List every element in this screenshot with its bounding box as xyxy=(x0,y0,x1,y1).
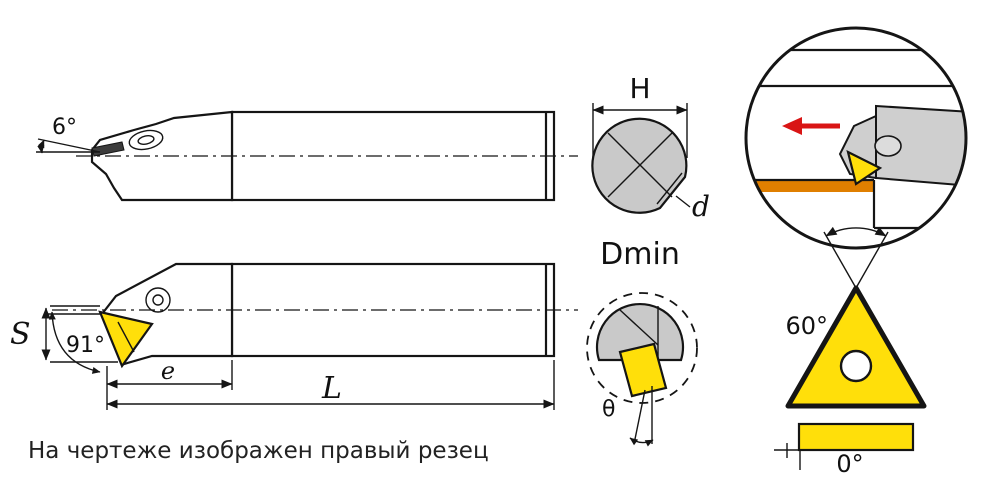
relief-angle-label: 0° xyxy=(836,450,863,478)
main-angle-arc xyxy=(48,311,101,374)
edge-extension-left xyxy=(823,231,857,289)
insert-front xyxy=(98,310,154,369)
s-label: S xyxy=(10,317,31,352)
feed-arrow-head xyxy=(782,117,802,135)
clamp-screw-front xyxy=(145,287,171,313)
clamp-screw-side xyxy=(128,129,164,151)
d-label: d xyxy=(692,190,710,223)
insert-angle-label: 60° xyxy=(785,312,828,340)
insert-geometry: 60° 0° xyxy=(774,226,927,478)
angle-arc xyxy=(37,139,45,154)
insert-edge-line xyxy=(117,321,135,353)
theta-line-1 xyxy=(633,389,646,445)
insert-top-view xyxy=(785,285,927,409)
caption: На чертеже изображен правый резец xyxy=(28,438,489,464)
h-label: H xyxy=(629,72,650,105)
edge-extension-right xyxy=(855,231,889,289)
e-label: e xyxy=(161,357,175,385)
section-dmin: Dmin θ xyxy=(586,237,698,447)
theta-label: θ xyxy=(602,397,615,422)
flat-diagonal-2 xyxy=(607,132,673,198)
main-angle-label: 91° xyxy=(66,333,105,358)
l-label: L xyxy=(321,371,342,406)
insert-angle-arc xyxy=(825,226,887,237)
insert-hole xyxy=(839,349,873,383)
clamp-screw-inner xyxy=(137,135,155,145)
insert-side-view xyxy=(797,422,915,452)
d-leader xyxy=(675,195,691,208)
flat-inner-line xyxy=(656,172,683,205)
clamp-screw-front-inner xyxy=(152,294,164,306)
section-h: H d xyxy=(591,72,710,223)
section-detail-d xyxy=(619,309,659,346)
clamp-screw-detail xyxy=(874,135,902,157)
side-view-bar: 6° xyxy=(36,110,578,202)
machined-surface xyxy=(746,180,874,192)
angle-tilt-line xyxy=(37,138,101,153)
tilt-angle-label: 6° xyxy=(52,115,77,140)
cutting-detail xyxy=(744,26,968,250)
detail-circle xyxy=(744,26,968,250)
front-view-bar: 91° S e L xyxy=(10,262,578,410)
insert-detail xyxy=(846,149,883,186)
theta-arc xyxy=(629,437,654,447)
insert-in-bore xyxy=(618,342,668,398)
bar-section-in-bore xyxy=(595,302,685,362)
dmin-label: Dmin xyxy=(600,237,680,272)
